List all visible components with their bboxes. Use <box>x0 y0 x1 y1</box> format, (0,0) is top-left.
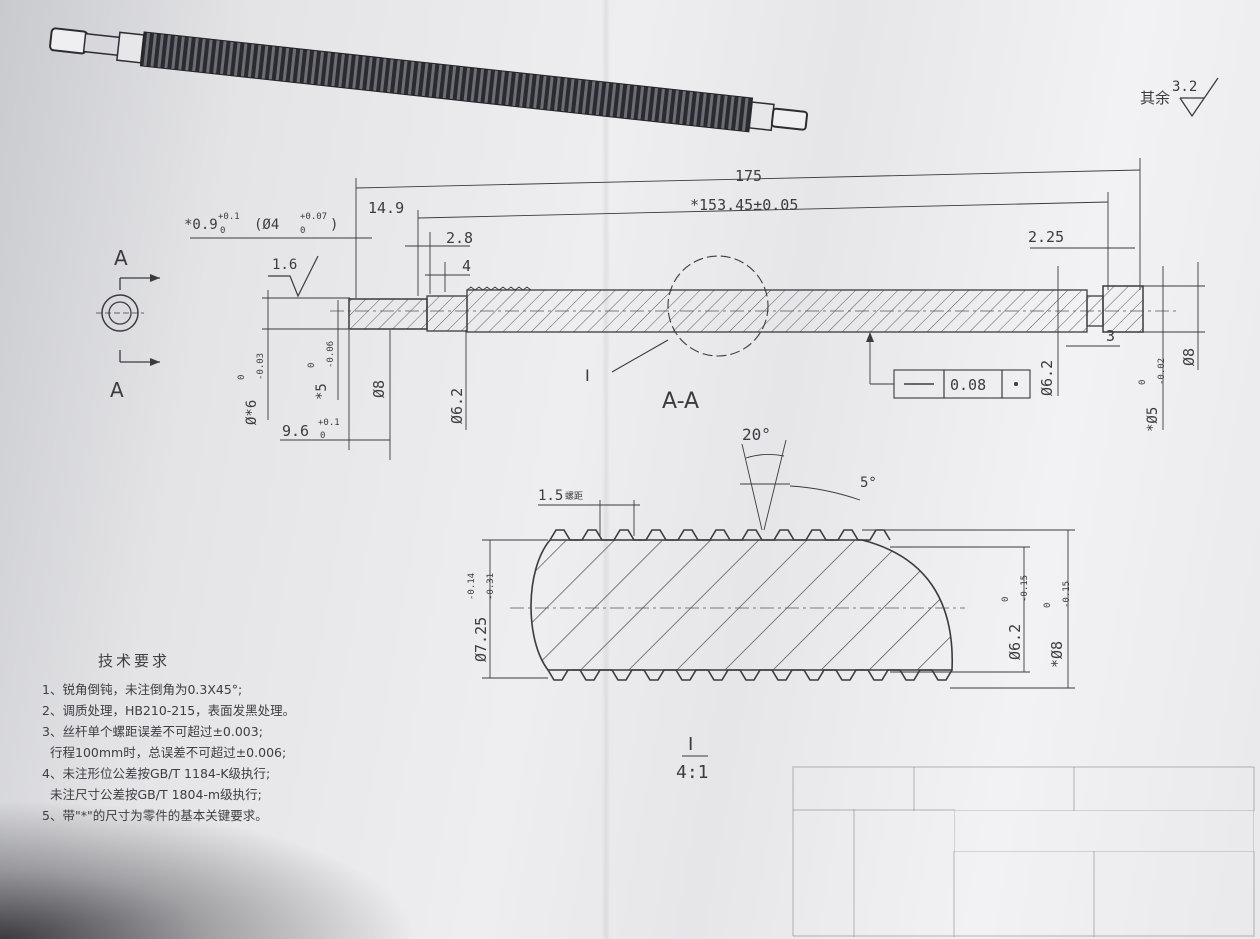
dim-overall-length: 175 <box>735 167 762 185</box>
dim-left-groove-dia: (Ø4 <box>254 217 279 233</box>
tech-req-title: 技术要求 <box>98 652 171 670</box>
dim-root-dia-left: Ø6.2 <box>448 388 466 424</box>
dim-journal-dia: *5 <box>314 383 330 400</box>
top-dimensions: 175 *153.45±0.05 14.9 2.8 4 *0.9 +0.1 0 … <box>184 158 1141 298</box>
dim-detail-major-dia: *Ø8 <box>1048 641 1066 668</box>
shaft-main-view: I A-A <box>330 255 1180 414</box>
screw-photo <box>49 27 809 133</box>
dim-right-journal: *Ø5 <box>1145 407 1161 432</box>
svg-text:0: 0 <box>1043 603 1053 608</box>
dim-thread-angle: 20° <box>742 425 771 444</box>
svg-text:): ) <box>330 217 338 233</box>
photo-shadow <box>0 799 420 939</box>
tech-req-item: 4、未注形位公差按GB/T 1184-K级执行; <box>42 766 271 781</box>
section-view-label: A-A <box>662 389 699 414</box>
dim-root-dia-right: Ø6.2 <box>1038 360 1056 396</box>
svg-text:-0.15: -0.15 <box>1020 575 1030 602</box>
tech-req-item: 5、带"*"的尺寸为零件的基本关键要求。 <box>42 808 268 823</box>
dim-end-dia: Ø*6 <box>244 400 260 425</box>
section-mark-top: A <box>114 246 128 270</box>
dim-detail-mid-dia: Ø7.25 <box>472 617 490 662</box>
svg-text:-0.02: -0.02 <box>1157 358 1167 385</box>
roughness-1-6: 1.6 <box>268 255 319 298</box>
paper-fold-vertical <box>602 0 610 939</box>
tech-req-item: 未注尺寸公差按GB/T 1804-m级执行; <box>50 787 262 802</box>
svg-text:0: 0 <box>307 363 317 368</box>
detail-circle <box>667 255 769 357</box>
thread-detail-view: 1.5 螺距 20° 5° Ø7.25 -0.14 -0.31 Ø6.2 0 -… <box>467 425 1075 783</box>
right-dimensions: 0.08 Ø6.2 3 *Ø5 0 -0.02 Ø8 <box>866 262 1205 432</box>
svg-text:0: 0 <box>300 226 305 236</box>
tech-req-item: 2、调质处理，HB210-215，表面发黑处理。 <box>42 703 296 718</box>
dim-pitch: 1.5 <box>538 488 563 504</box>
svg-text:0: 0 <box>220 226 225 236</box>
title-block <box>792 766 1255 937</box>
dim-detail-root-dia: Ø6.2 <box>1006 624 1024 660</box>
roughness-value: 3.2 <box>1172 79 1197 95</box>
detail-callout-label: I <box>585 366 590 385</box>
svg-text:+0.07: +0.07 <box>300 212 327 222</box>
svg-text:0: 0 <box>320 431 325 441</box>
dim-step-length: 4 <box>462 257 471 275</box>
dim-left-groove-width: *0.9 <box>184 217 218 233</box>
dim-right-dia: Ø8 <box>1180 348 1198 366</box>
svg-text:-0.31: -0.31 <box>486 573 496 600</box>
section-indicator: A A <box>96 246 160 402</box>
detail-scale: 4:1 <box>676 762 709 783</box>
dim-helix-angle: 5° <box>860 475 877 491</box>
svg-text:0: 0 <box>1138 380 1148 385</box>
tech-req-item: 行程100mm时，总误差不可超过±0.006; <box>50 745 287 760</box>
svg-text:0: 0 <box>237 375 247 380</box>
svg-text:+0.1: +0.1 <box>318 418 340 428</box>
detail-label: I <box>688 734 693 755</box>
dim-thread-length: *153.45±0.05 <box>690 196 798 214</box>
section-mark-bottom: A <box>110 378 124 402</box>
dim-shoulder-length: 14.9 <box>368 199 404 217</box>
dim-right-step: 2.25 <box>1028 228 1064 246</box>
technical-requirements: 技术要求 1、锐角倒钝，未注倒角为0.3X45°; 2、调质处理，HB210-2… <box>42 650 602 826</box>
tech-req-item: 3、丝杆单个螺距误差不可超过±0.003; <box>42 724 263 739</box>
left-dimensions: Ø*6 0 -0.03 *5 0 -0.06 Ø8 Ø6.2 9.6 +0.1 … <box>237 290 467 460</box>
runout-tolerance-value: 0.08 <box>950 376 986 394</box>
roughness-prefix: 其余 <box>1140 89 1170 107</box>
dim-shoulder-dia: Ø8 <box>370 380 388 398</box>
svg-text:1.6: 1.6 <box>272 257 297 273</box>
svg-text:-0.06: -0.06 <box>326 341 336 368</box>
dim-groove-length: 2.8 <box>446 229 473 247</box>
svg-text:-0.03: -0.03 <box>256 353 266 380</box>
svg-text:+0.1: +0.1 <box>218 212 240 222</box>
roughness-general-symbol: 其余 3.2 <box>1140 77 1219 118</box>
dim-end-length: 9.6 <box>282 422 309 440</box>
svg-text:-0.15: -0.15 <box>1062 581 1072 608</box>
svg-text:-0.14: -0.14 <box>467 573 477 600</box>
dim-pitch-suffix: 螺距 <box>565 491 583 502</box>
tech-req-item: 1、锐角倒钝，未注倒角为0.3X45°; <box>42 682 243 697</box>
dim-right-groove: 3 <box>1106 327 1115 345</box>
svg-text:0: 0 <box>1001 597 1011 602</box>
